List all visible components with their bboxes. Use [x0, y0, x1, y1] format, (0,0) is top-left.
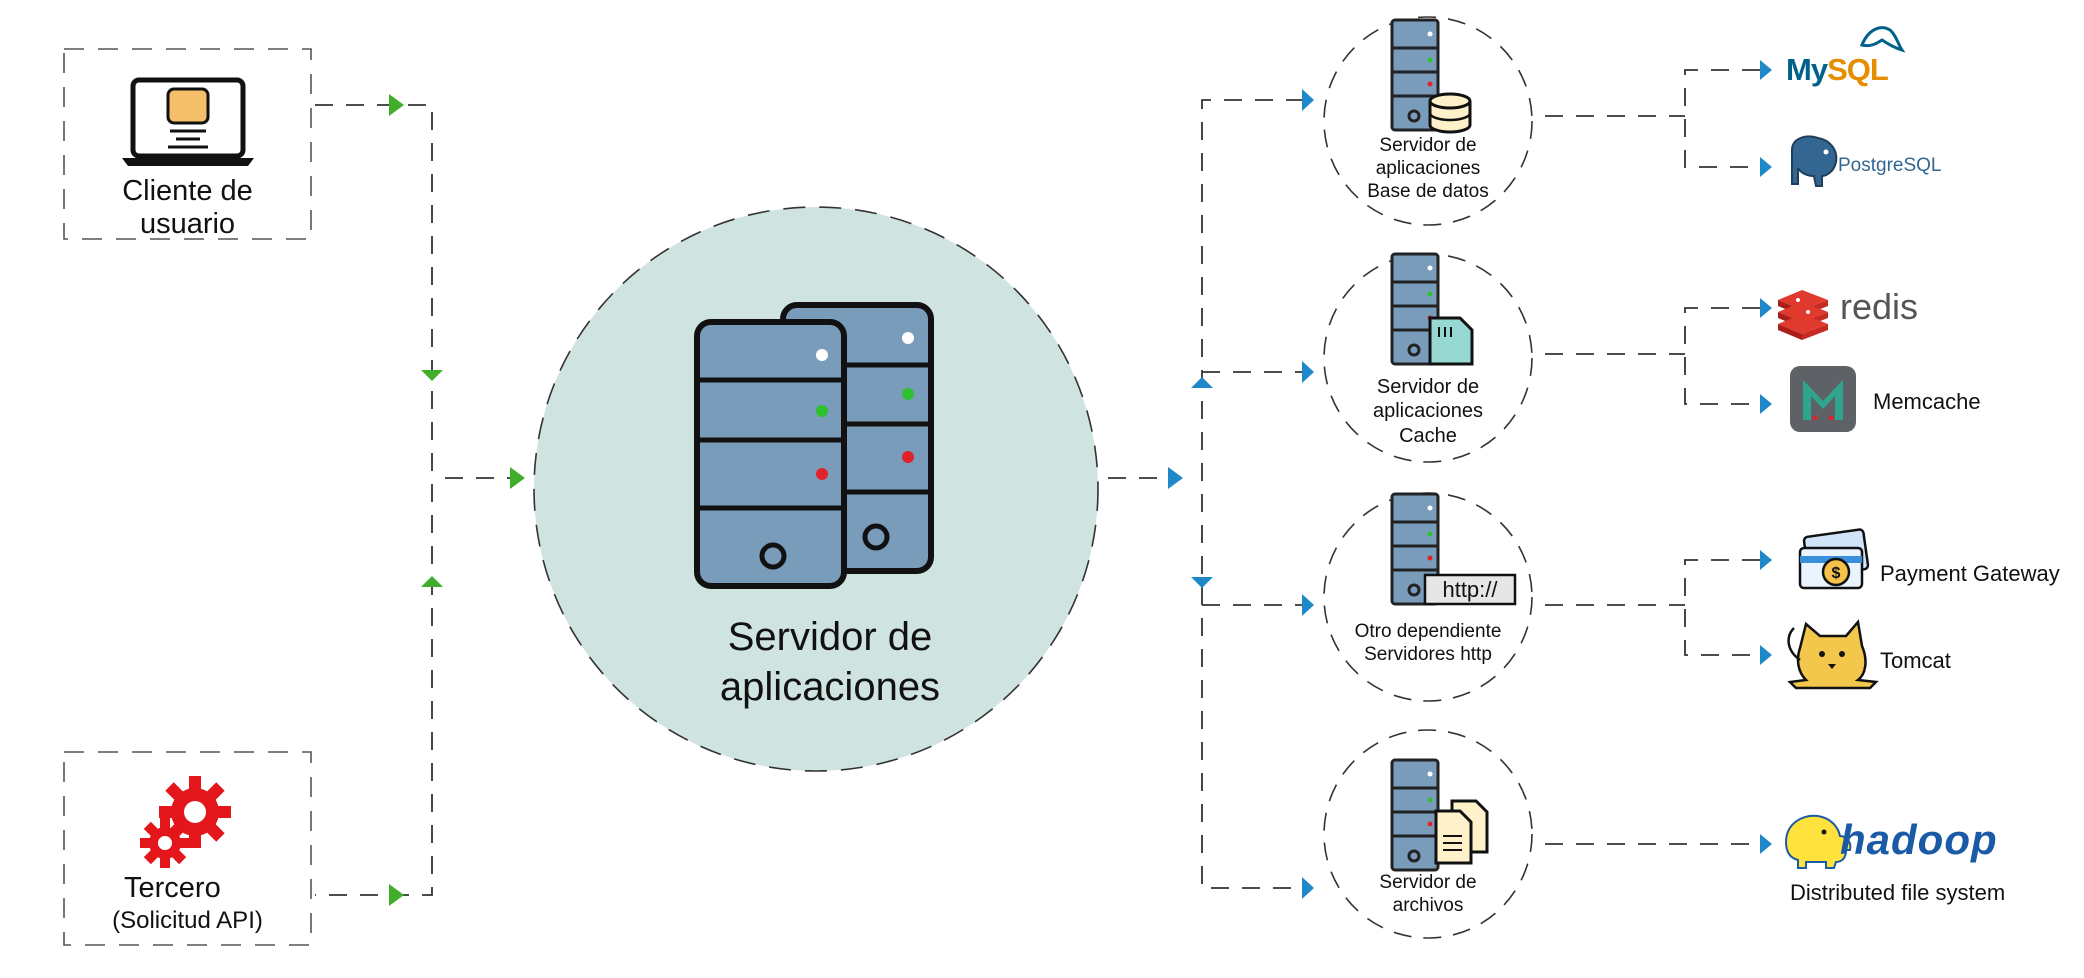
mysql-logo: MySQL	[1786, 52, 1889, 88]
mysql-logo-sql: SQL	[1827, 52, 1889, 87]
client-label: Cliente de usuario	[84, 175, 291, 242]
service-db-label-line1: Servidor de	[1379, 135, 1477, 156]
main-server-label-line1: Servidor de	[727, 615, 933, 659]
service-cache-label-line2: aplicaciones	[1372, 400, 1484, 423]
left-connectors	[315, 104, 512, 896]
dolphin-icon	[1859, 26, 1906, 53]
gears-icon	[140, 776, 231, 868]
http-badge-icon: http://	[1423, 573, 1517, 606]
service-files-label-line2: archivos	[1392, 895, 1464, 917]
svg-text:$: $	[1832, 565, 1841, 582]
arrow-main-out	[1168, 467, 1183, 489]
arrow-to-http	[1302, 594, 1314, 616]
third-party-box	[63, 751, 312, 946]
service-files-server-icon	[1390, 758, 1440, 872]
tomcat-icon	[1787, 619, 1879, 690]
service-circles	[1323, 16, 1533, 939]
arrow-trunk-down	[1191, 577, 1213, 588]
elephant-icon	[1791, 135, 1838, 187]
service-db-label: Servidor de aplicaciones Base de datos	[1338, 134, 1518, 204]
hadoop-logo: hadoop	[1840, 816, 1998, 863]
main-server-label-line2: aplicaciones	[719, 665, 941, 709]
documents-icon	[1434, 799, 1489, 865]
memory-card-icon	[1428, 316, 1474, 366]
redis-logo: redis	[1840, 286, 1919, 327]
card-coin-icon: $	[1798, 528, 1870, 590]
database-icon	[1428, 92, 1472, 134]
arrow-tomcat	[1760, 645, 1772, 665]
client-box	[63, 48, 312, 240]
arrow-third-right	[389, 884, 404, 906]
right-connectors	[1108, 99, 1304, 889]
service-http-label-line1: Otro dependiente	[1354, 621, 1502, 642]
service-http-label-line2: Servidores http	[1364, 644, 1492, 666]
service-files-label: Servidor de archivos	[1338, 871, 1518, 917]
tomcat-label: Tomcat	[1880, 648, 1951, 673]
hadoop-caption: Distributed file system	[1790, 880, 2006, 905]
mysql-logo-my: My	[1786, 52, 1828, 87]
arrow-to-files	[1302, 877, 1314, 899]
arrow-client-right	[389, 94, 404, 116]
arrow-mysql	[1760, 60, 1772, 80]
arrow-redis	[1760, 298, 1772, 318]
arrow-to-db	[1302, 89, 1314, 111]
payment-gateway-label: Payment Gateway	[1880, 561, 2060, 586]
third-party-subtitle: (Solicitud API)	[112, 907, 263, 935]
arrow-payment	[1760, 550, 1772, 570]
redis-cubes-icon	[1778, 290, 1828, 340]
arrow-to-cache	[1302, 361, 1314, 383]
service-db-label-line2: aplicaciones	[1375, 158, 1481, 180]
arrow-hadoop	[1760, 834, 1772, 854]
memcache-m-icon	[1790, 366, 1856, 432]
third-party-title: Tercero	[124, 872, 221, 904]
server-stack-icon	[694, 302, 934, 589]
tech-connectors	[1545, 69, 1760, 845]
laptop-icon	[122, 77, 254, 166]
service-cache-label: Servidor de aplicaciones Cache	[1338, 375, 1518, 448]
service-http-label: Otro dependiente Servidores http	[1328, 620, 1528, 666]
client-label-line2: usuario	[139, 208, 236, 241]
arrow-memcache	[1760, 394, 1772, 414]
client-label-line1: Cliente de	[122, 175, 253, 207]
arrow-main-in	[510, 467, 525, 489]
service-cache-label-line1: Servidor de	[1376, 376, 1480, 398]
memcache-label: Memcache	[1873, 389, 1981, 414]
arrow-down	[421, 370, 443, 381]
arrow-up	[421, 576, 443, 587]
third-party-label: Tercero (Solicitud API)	[84, 872, 291, 935]
service-files-label-line1: Servidor de	[1379, 872, 1477, 893]
service-db-circle	[1323, 16, 1533, 226]
arrow-trunk-up	[1191, 377, 1213, 388]
http-badge-text: http://	[1442, 577, 1498, 602]
main-server-label: Servidor de aplicaciones	[680, 612, 980, 712]
postgresql-logo: PostgreSQL	[1838, 155, 1942, 176]
service-cache-label-line3: Cache	[1399, 424, 1457, 447]
service-db-label-line3: Base de datos	[1367, 181, 1489, 203]
service-files-circle	[1323, 729, 1533, 939]
arrow-postgresql	[1760, 157, 1772, 177]
hadoop-elephant-icon	[1784, 814, 1852, 869]
